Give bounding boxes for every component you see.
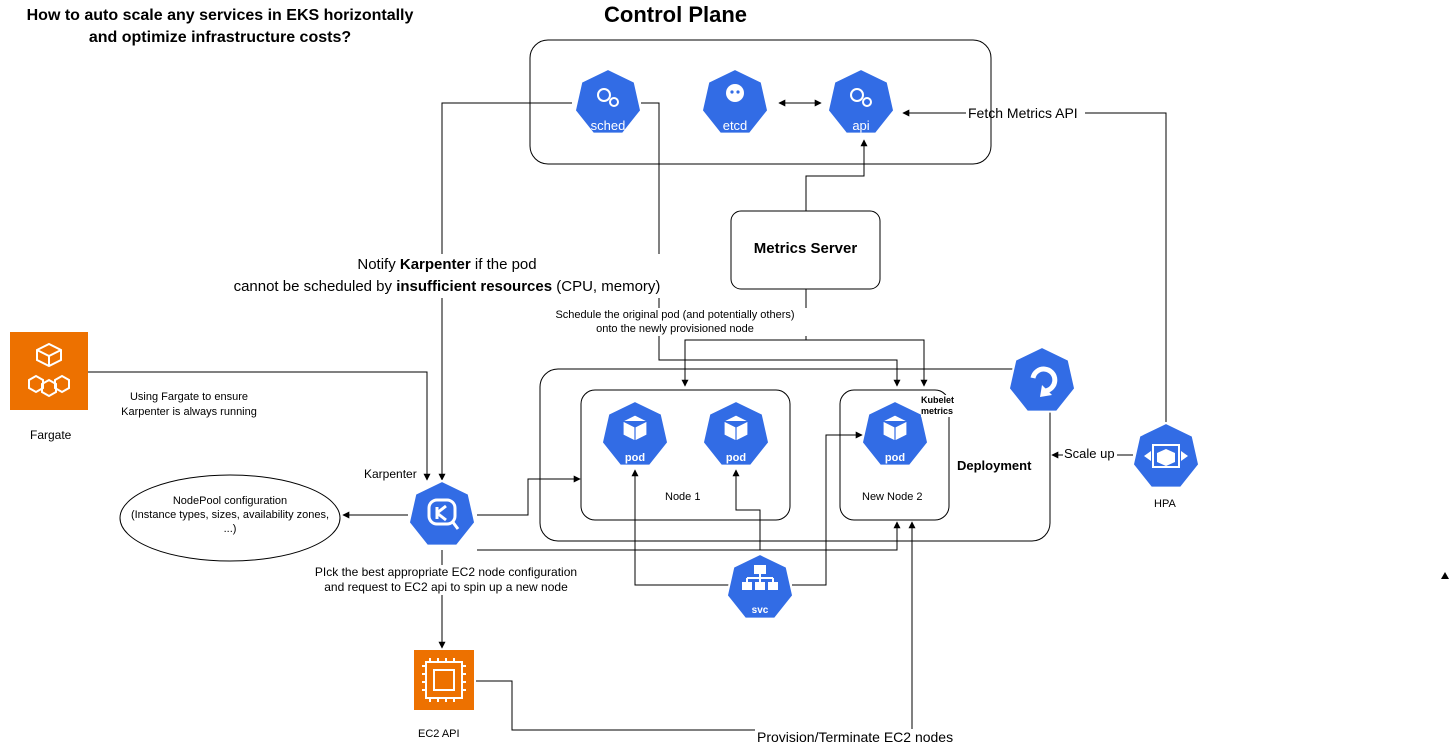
api-label: api (852, 118, 869, 133)
cube-icon (622, 414, 648, 442)
notify-karpenter-label: Notify Karpenter if the pod cannot be sc… (200, 254, 694, 298)
schedule-note-line2: onto the newly provisioned node (596, 323, 754, 335)
notify-post: if the pod (470, 256, 537, 273)
node2-label: New Node 2 (862, 491, 923, 503)
scale-up-label: Scale up (1064, 446, 1115, 461)
refresh-icon (1030, 366, 1058, 397)
fargate-to-karpenter-line (88, 371, 431, 481)
node1-label: Node 1 (665, 491, 701, 503)
pod-label: pod (885, 452, 905, 464)
notify-pre: Notify (357, 256, 400, 273)
etcd-label: etcd (723, 118, 748, 133)
api-node[interactable]: api (826, 68, 896, 135)
ec2-label: EC2 API (418, 728, 460, 740)
pick-note-line2: and request to EC2 api to spin up a new … (324, 580, 568, 594)
schedule-note: Schedule the original pod (and potential… (515, 308, 835, 336)
page-title: How to auto scale any services in EKS ho… (0, 5, 440, 49)
scale-icon (1144, 444, 1188, 468)
kubelet-line2: metrics (921, 406, 954, 416)
robot-icon (726, 84, 744, 102)
metrics-to-nodes-line (681, 289, 807, 387)
nodepool-config-ellipse (119, 474, 341, 562)
sched-node[interactable]: sched (573, 68, 643, 135)
network-icon (742, 565, 778, 590)
cube-icon (723, 414, 749, 442)
karpenter-to-node2-line (477, 521, 901, 551)
pick-note: PIck the best appropriate EC2 node confi… (296, 565, 596, 595)
page-title-line1: How to auto scale any services in EKS ho… (26, 7, 414, 24)
schedule-note-line1: Schedule the original pod (and potential… (555, 309, 795, 321)
notify-bold2: insufficient resources (396, 278, 553, 295)
fargate-note: Using Fargate to ensure Karpenter is alw… (104, 390, 274, 420)
svc-node[interactable]: svc (725, 553, 795, 620)
fargate-icon (28, 342, 70, 398)
etcd-node[interactable]: etcd (700, 68, 770, 135)
deployment-node[interactable] (1007, 346, 1077, 413)
sched-to-karpenter-line (438, 102, 572, 481)
svc-to-pod1-line (631, 469, 735, 586)
karpenter-node[interactable] (407, 480, 477, 547)
svc-label: svc (752, 605, 769, 616)
svc-to-pod2-line (732, 469, 761, 550)
notify-pre2: cannot be scheduled by (233, 278, 397, 295)
ec2-node[interactable] (414, 650, 474, 710)
nodepool-text: NodePool configuration (Instance types, … (120, 494, 340, 536)
hpa-to-api-line (1085, 112, 1167, 424)
karpenter-to-node1-line (477, 475, 581, 516)
pod-node1-a[interactable]: pod (600, 400, 670, 467)
nodepool-line3: ...) (223, 523, 237, 535)
hpa-node[interactable] (1131, 422, 1201, 489)
metrics-server-label: Metrics Server (753, 240, 858, 257)
notify-post2: (CPU, memory) (552, 278, 661, 295)
stray-arrow-icon (1441, 572, 1449, 579)
deployment-label: Deployment (957, 458, 1032, 473)
pick-note-line1: PIck the best appropriate EC2 node confi… (314, 565, 578, 579)
page-title-line2: and optimize infrastructure costs? (88, 29, 352, 46)
fargate-node[interactable] (10, 332, 88, 410)
sched-to-node2-line (641, 102, 901, 387)
nodepool-line2: (Instance types, sizes, availability zon… (130, 509, 330, 521)
fargate-note-line1: Using Fargate to ensure (129, 391, 248, 403)
kubelet-line1: Kubelet (921, 395, 955, 405)
notify-bold: Karpenter (399, 256, 471, 273)
fargate-note-line2: Karpenter is always running (121, 406, 257, 418)
nodepool-line1: NodePool configuration (172, 495, 288, 507)
pod-label: pod (625, 452, 645, 464)
ec2-to-node2-line (476, 680, 755, 731)
hpa-label: HPA (1154, 498, 1176, 510)
metrics-to-kubelet-line (806, 339, 928, 387)
pod-node2[interactable]: pod (860, 400, 930, 467)
gears-icon (597, 88, 619, 107)
sched-label: sched (591, 118, 626, 133)
provision-label: Provision/Terminate EC2 nodes (757, 729, 954, 745)
control-plane-title: Control Plane (604, 2, 748, 27)
kubelet-metrics-label: Kubelet metrics (921, 395, 955, 417)
fetch-metrics-label: Fetch Metrics API (968, 105, 1078, 121)
metrics-to-api-line (805, 139, 868, 211)
pod-node1-b[interactable]: pod (701, 400, 771, 467)
karpenter-icon (427, 498, 460, 530)
deployment-box (539, 368, 1051, 542)
cube-icon (882, 414, 908, 442)
svc-to-pod3-line (792, 431, 863, 586)
fargate-label: Fargate (30, 428, 72, 442)
karpenter-label: Karpenter (364, 467, 417, 481)
control-plane-box (529, 39, 992, 165)
pod-label: pod (726, 452, 746, 464)
gears-icon (850, 88, 872, 107)
chip-icon (422, 658, 466, 702)
